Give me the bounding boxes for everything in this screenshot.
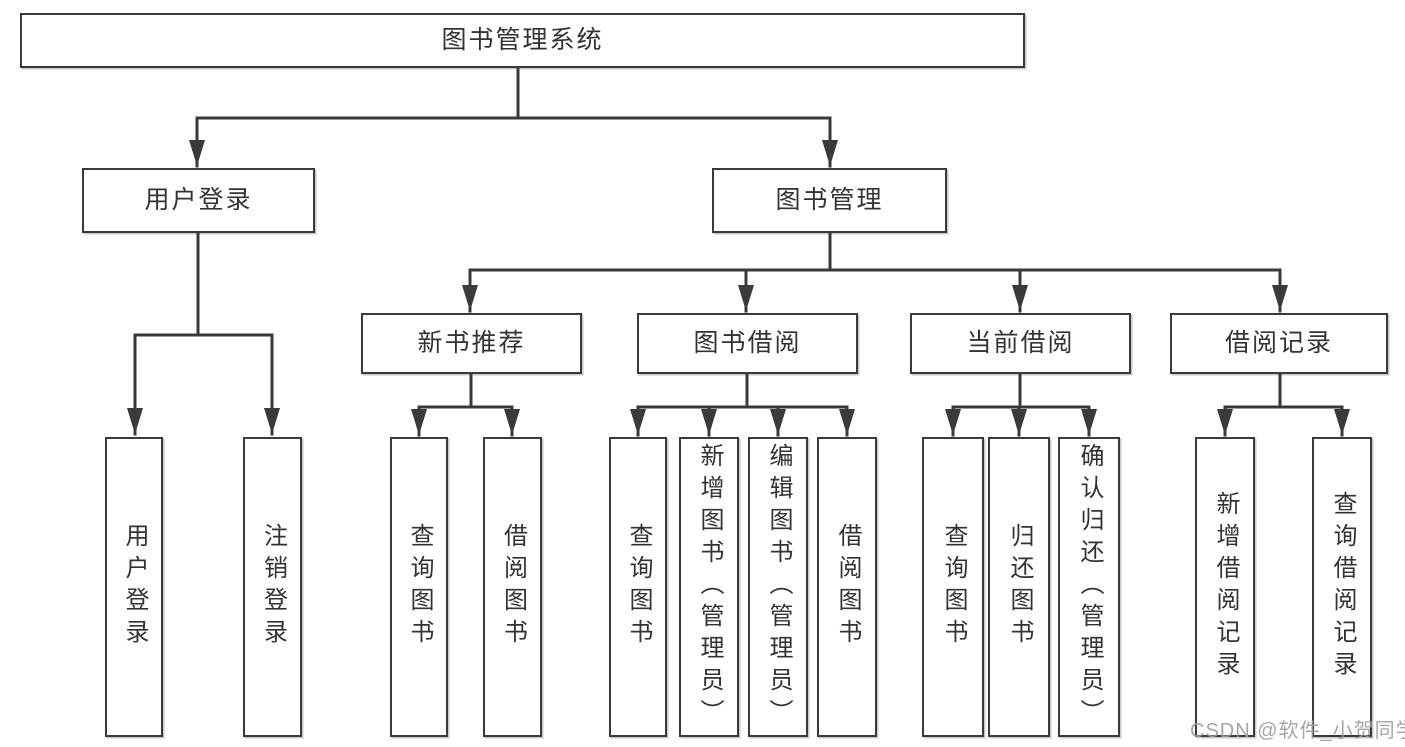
node-book-management: 图书管理 — [712, 168, 947, 233]
node-label: 新书推荐 — [417, 329, 526, 357]
node-book-borrowing: 图书借阅 — [637, 313, 858, 374]
leaf-query-borrow-record: 查询借阅记录 — [1312, 437, 1372, 737]
leaf-add-book-admin: 新增图书（管理员） — [679, 437, 739, 737]
leaf-query-books-borrowing: 查询图书 — [609, 437, 667, 737]
leaf-return-books: 归还图书 — [988, 437, 1050, 737]
leaf-confirm-return-admin: 确认归还（管理员） — [1058, 437, 1120, 737]
node-new-book-recommendation: 新书推荐 — [361, 313, 582, 374]
leaf-label: 确认归还（管理员） — [1076, 443, 1103, 731]
node-label: 借阅记录 — [1224, 329, 1333, 357]
leaf-label: 编辑图书（管理员） — [765, 443, 792, 731]
node-current-borrowing: 当前借阅 — [910, 313, 1131, 374]
leaf-label: 归还图书 — [1006, 523, 1033, 651]
connector-new-book-recommendation-children — [411, 372, 520, 437]
leaf-borrow-books-recommend: 借阅图书 — [483, 437, 542, 737]
connector-book-management-children — [462, 231, 1288, 313]
node-label: 图书管理系统 — [441, 26, 604, 54]
node-user-login: 用户登录 — [82, 168, 315, 233]
leaf-label: 查询图书 — [940, 523, 967, 651]
leaf-label: 新增图书（管理员） — [696, 443, 723, 731]
node-label: 用户登录 — [144, 186, 253, 214]
connector-current-borrowing-children — [945, 372, 1097, 437]
leaf-label: 查询图书 — [625, 523, 652, 651]
leaf-label: 借阅图书 — [499, 523, 527, 651]
connector-borrowing-records-children — [1217, 372, 1350, 437]
leaf-query-books-current: 查询图书 — [922, 437, 984, 737]
leaf-query-books-recommend: 查询图书 — [390, 437, 448, 737]
watermark: CSDN @软件_小贺同学 — [1190, 720, 1405, 742]
connector-user-login-children — [127, 231, 280, 436]
leaf-label: 查询图书 — [406, 523, 433, 651]
node-library-management-system: 图书管理系统 — [20, 13, 1025, 68]
node-label: 当前借阅 — [966, 329, 1075, 357]
connector-book-borrowing-children — [630, 372, 855, 437]
leaf-user-login: 用户登录 — [105, 437, 163, 737]
leaf-label: 用户登录 — [121, 523, 148, 651]
node-label: 图书借阅 — [693, 329, 802, 357]
leaf-borrow-books-borrowing: 借阅图书 — [817, 437, 877, 737]
leaf-add-borrow-record: 新增借阅记录 — [1195, 437, 1255, 737]
leaf-label: 注销登录 — [259, 523, 287, 651]
node-label: 图书管理 — [775, 186, 884, 214]
leaf-edit-book-admin: 编辑图书（管理员） — [748, 437, 808, 737]
leaf-label: 新增借阅记录 — [1212, 491, 1239, 683]
leaf-label: 借阅图书 — [834, 523, 861, 651]
leaf-label: 查询借阅记录 — [1329, 491, 1356, 683]
connector-root-to-level2 — [189, 66, 838, 168]
node-borrowing-records: 借阅记录 — [1170, 313, 1388, 374]
leaf-logout: 注销登录 — [243, 437, 302, 737]
